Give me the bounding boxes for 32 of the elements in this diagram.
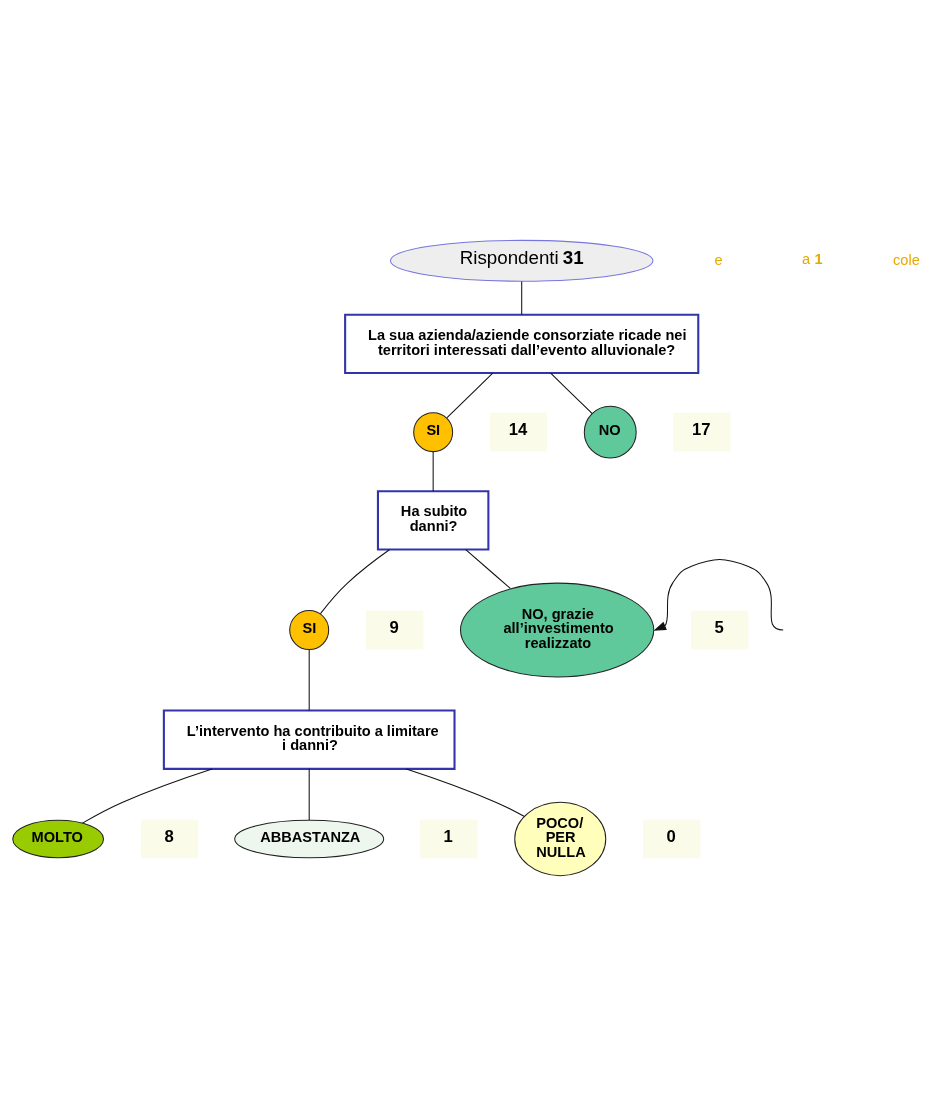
node-ellipse: NO, grazie all’investimento realizzato <box>459 582 655 677</box>
node-label: 1 <box>443 826 453 846</box>
connector <box>81 767 213 824</box>
node-ellipse: POCO/ PER NULLA <box>514 801 607 876</box>
label: cole <box>893 251 920 268</box>
node-box: Ha subito danni? <box>376 489 490 551</box>
node-label: 17 <box>692 419 711 439</box>
node-ellipse: ABBASTANZA <box>234 819 385 858</box>
node-circle: SI <box>413 411 454 452</box>
node-circle: SI <box>289 609 330 650</box>
node-label: 5 <box>714 617 724 637</box>
node-box: La sua azienda/aziende consorziate ricade nei territori interessati dall’evento alluvionale? <box>344 313 700 374</box>
connector <box>446 372 494 418</box>
arrow <box>653 558 784 631</box>
connector <box>319 548 390 614</box>
connector <box>465 548 511 589</box>
connector <box>308 767 310 821</box>
connector <box>432 450 434 492</box>
connector <box>308 648 310 711</box>
node-box: L’intervento ha contribuito a limitare i danni? <box>162 708 456 770</box>
node-label: 0 <box>666 826 676 846</box>
node-label: 14 <box>508 419 528 439</box>
node-ellipse: Rispondenti 31 <box>389 239 654 282</box>
label: e <box>714 251 723 268</box>
connector <box>550 372 593 414</box>
node-circle: NO <box>583 405 637 459</box>
label: a 1 <box>801 250 823 267</box>
connector <box>521 280 523 315</box>
node-ellipse: MOLTO <box>12 819 105 858</box>
node-label: 9 <box>389 617 399 637</box>
connector <box>405 767 525 817</box>
node-label: 8 <box>164 826 174 846</box>
